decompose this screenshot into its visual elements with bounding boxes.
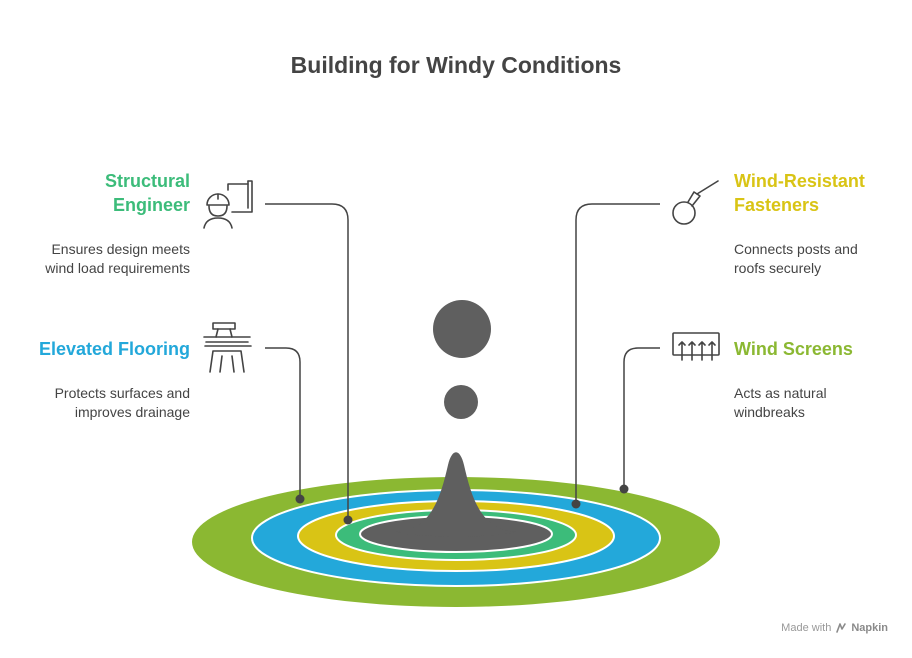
connector-dot [571, 499, 581, 509]
description-line: windbreaks [734, 404, 805, 420]
napkin-logo-icon [836, 623, 847, 633]
connector-structural-engineer [265, 203, 349, 520]
heading-line: Wind-Resistant [734, 171, 865, 191]
description-line: Protects surfaces and [54, 385, 190, 401]
connector-dot [619, 484, 629, 494]
description-line: wind load requirements [45, 260, 190, 276]
droplet-small [444, 385, 478, 419]
description-line: Acts as natural [734, 385, 827, 401]
heading-line: Wind Screens [734, 339, 853, 359]
elevated-flooring-description: Protects surfaces and improves drainage [55, 384, 190, 422]
structural-engineer-heading: Structural Engineer [105, 169, 190, 217]
connectors [265, 203, 660, 520]
connector-dot [343, 515, 353, 525]
heading-line: Engineer [112, 195, 190, 215]
structural-engineer-description: Ensures design meets wind load requireme… [45, 240, 190, 278]
made-with-napkin-footer[interactable]: Made with Napkin [781, 622, 888, 634]
description-line: improves drainage [74, 404, 190, 420]
droplet-large [433, 300, 491, 358]
wind-screens-heading: Wind Screens [734, 337, 853, 361]
splash-peak [396, 452, 516, 537]
diagram-title: Building for Windy Conditions [290, 52, 622, 78]
connector-wind-screens [623, 347, 660, 489]
description-line: Ensures design meets [51, 241, 190, 257]
made-with-label: Made with [781, 622, 832, 634]
heading-line: Elevated Flooring [38, 339, 190, 359]
heading-line: Structural [104, 171, 190, 191]
connector-elevated-flooring [265, 347, 301, 499]
wind-resistant-fasteners-description: Connects posts and roofs securely [734, 240, 858, 278]
napkin-brand: Napkin [851, 622, 888, 634]
wind-resistant-fasteners-heading: Wind-Resistant Fasteners [734, 169, 865, 217]
wind-screen-icon [672, 332, 720, 361]
elevated-floor-icon [203, 322, 252, 373]
connector-dots [295, 484, 629, 525]
heading-line: Fasteners [734, 195, 820, 215]
engineer-icon [203, 180, 253, 229]
connector-dot [295, 494, 305, 504]
fastener-icon [672, 180, 719, 225]
connector-wind-resistant-fasteners [575, 203, 660, 504]
description-line: roofs securely [734, 260, 822, 276]
description-line: Connects posts and [734, 241, 858, 257]
elevated-flooring-heading: Elevated Flooring [39, 337, 190, 361]
wind-screens-description: Acts as natural windbreaks [734, 384, 827, 422]
